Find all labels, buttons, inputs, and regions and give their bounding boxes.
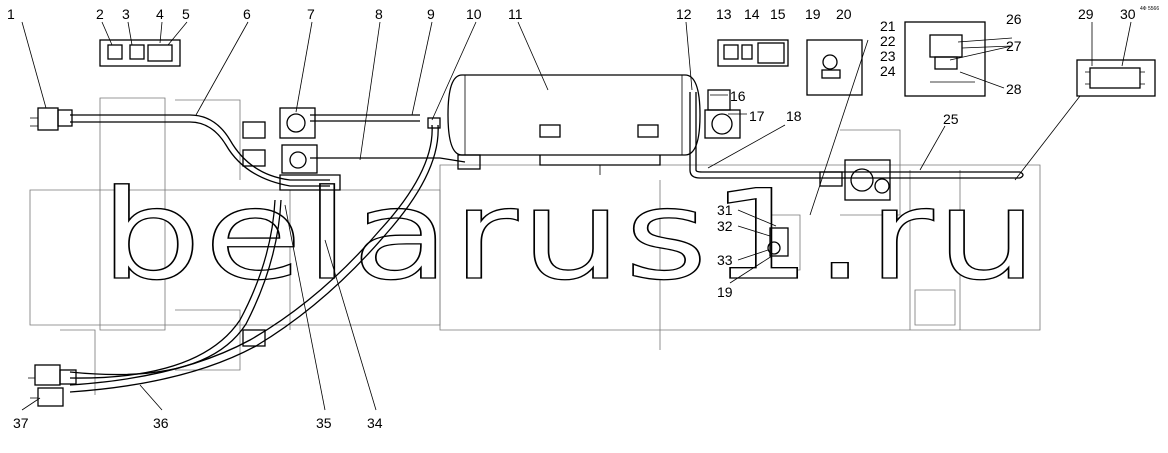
- callout-17: 17: [749, 108, 765, 124]
- callout-15: 15: [770, 6, 786, 22]
- pipelines: [69, 92, 1024, 393]
- callout-19-top: 19: [805, 6, 821, 22]
- callout-20: 20: [836, 6, 852, 22]
- callout-1: 1: [7, 6, 15, 22]
- callout-4: 4: [156, 6, 164, 22]
- callout-11: 11: [508, 6, 523, 22]
- callout-34: 34: [367, 415, 383, 431]
- callout-29: 29: [1078, 6, 1094, 22]
- callout-28: 28: [1006, 81, 1022, 97]
- callout-3: 3: [122, 6, 130, 22]
- callout-30: 30: [1120, 6, 1136, 22]
- components: [28, 89, 891, 407]
- callout-10: 10: [466, 6, 482, 22]
- callout-26: 26: [1006, 11, 1022, 27]
- callout-14: 14: [744, 6, 760, 22]
- callout-19-bottom: 19: [717, 284, 733, 300]
- callout-18: 18: [786, 108, 802, 124]
- callout-16: 16: [730, 88, 746, 104]
- callout-27: 27: [1006, 38, 1022, 54]
- callout-6: 6: [243, 6, 251, 22]
- air-receiver: [447, 74, 701, 175]
- callout-13: 13: [716, 6, 732, 22]
- callout-9: 9: [427, 6, 435, 22]
- callout-21: 21: [880, 18, 896, 34]
- callout-22: 22: [880, 33, 896, 49]
- detail-insets: [99, 21, 1156, 97]
- corner-code: 4Ф 5566: [1140, 6, 1159, 12]
- callout-labels: 1 2 3 4 5 6 7 8 9 10 11 12 13 14 15 16 1…: [7, 6, 1136, 431]
- callout-12: 12: [676, 6, 692, 22]
- callout-33: 33: [717, 252, 733, 268]
- callout-31: 31: [717, 202, 733, 218]
- callout-23: 23: [880, 48, 896, 64]
- leader-lines: [21, 21, 1132, 411]
- callout-32: 32: [717, 218, 733, 234]
- callout-37: 37: [13, 415, 29, 431]
- watermark-text: belarus1.ru: [100, 164, 1040, 308]
- callout-24: 24: [880, 63, 896, 79]
- callout-36: 36: [153, 415, 169, 431]
- callout-35: 35: [316, 415, 332, 431]
- callout-25: 25: [943, 111, 959, 127]
- callout-7: 7: [307, 6, 315, 22]
- callout-8: 8: [375, 6, 383, 22]
- callout-5: 5: [182, 6, 190, 22]
- callout-2: 2: [96, 6, 104, 22]
